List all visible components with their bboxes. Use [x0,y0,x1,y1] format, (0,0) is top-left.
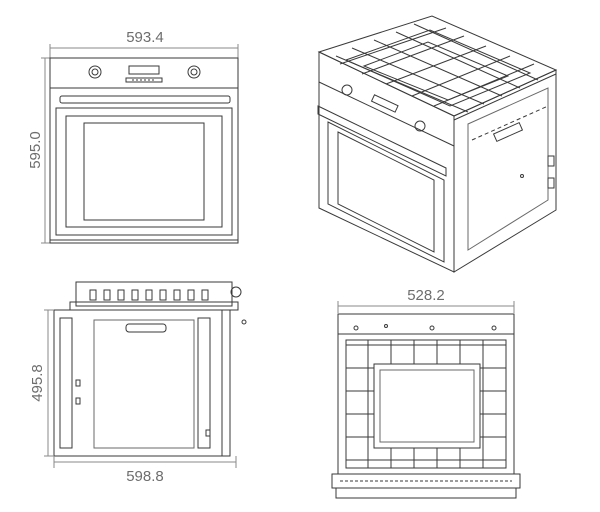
top-width-label: 528.2 [407,287,445,304]
side-view [44,281,247,468]
side-depth-dimension [53,456,237,468]
side-height-dimension [44,309,54,457]
side-height-label: 495.8 [29,364,46,402]
iso-door-handle [317,105,447,177]
front-outline [49,57,239,244]
control-panel [88,65,201,83]
front-view: 593.4 595.0 [27,29,239,244]
front-height-label: 595.0 [27,131,44,169]
front-width-dimension [49,44,239,60]
isometric-view [317,15,558,273]
top-view [331,301,521,499]
door-handle [59,95,231,104]
door-glass [65,115,223,228]
top-width-dimension [337,301,515,313]
side-depth-label: 598.8 [126,468,164,485]
iso-side-face [453,69,557,273]
side-handle [125,323,167,333]
front-width-label: 593.4 [126,29,164,46]
door-frame [55,107,233,236]
